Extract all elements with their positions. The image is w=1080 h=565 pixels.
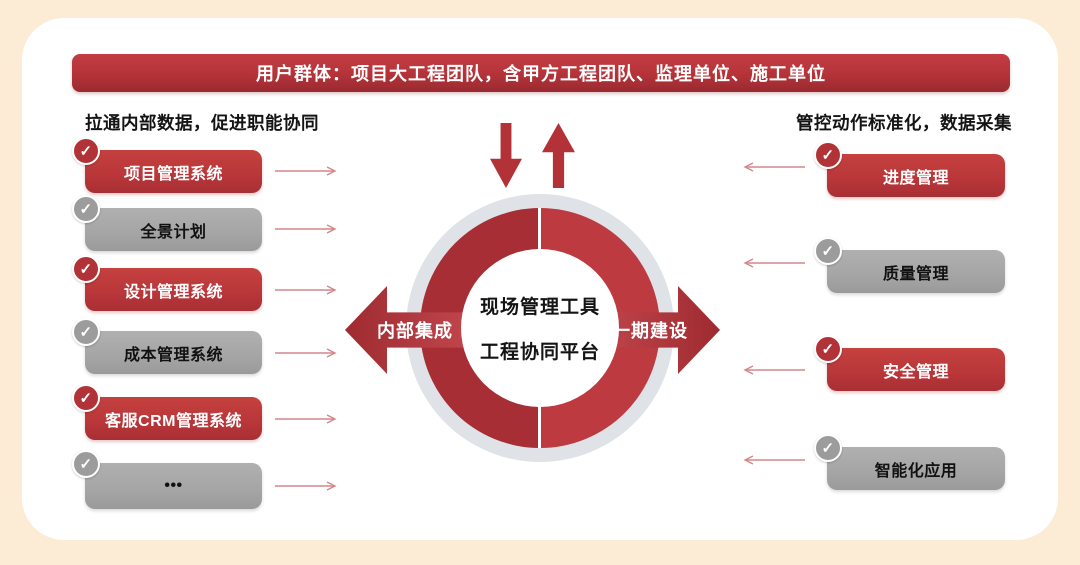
right-arrow-icon bbox=[274, 480, 342, 492]
check-icon: ✓ bbox=[821, 146, 835, 164]
check-badge: ✓ bbox=[814, 335, 842, 363]
right-section-header: 管控动作标准化，数据采集 bbox=[796, 113, 1012, 133]
check-badge: ✓ bbox=[72, 255, 100, 283]
user-group-banner-text: 用户群体：项目大工程团队，含甲方工程团队、监理单位、施工单位 bbox=[256, 64, 826, 84]
right-module-item: ✓ 质量管理 bbox=[814, 237, 1005, 293]
check-icon: ✓ bbox=[79, 142, 93, 160]
left-system-item: ✓ 设计管理系统 bbox=[72, 255, 262, 311]
left-system-item: ✓ ••• bbox=[72, 450, 262, 509]
right-arrow-icon bbox=[274, 284, 342, 296]
check-badge: ✓ bbox=[72, 384, 100, 412]
right-module-label: 智能化应用 bbox=[874, 462, 958, 480]
left-section-header: 拉通内部数据，促进职能协同 bbox=[85, 113, 319, 133]
user-group-banner: 用户群体：项目大工程团队，含甲方工程团队、监理单位、施工单位 bbox=[72, 54, 1010, 92]
left-system-item: ✓ 项目管理系统 bbox=[72, 137, 262, 193]
check-icon: ✓ bbox=[79, 323, 93, 341]
check-icon: ✓ bbox=[79, 455, 93, 473]
check-icon: ✓ bbox=[79, 260, 93, 278]
right-arrow-icon bbox=[274, 223, 342, 235]
left-system-label: 设计管理系统 bbox=[123, 283, 223, 301]
left-arrow-icon bbox=[738, 257, 806, 269]
check-icon: ✓ bbox=[821, 340, 835, 358]
left-system-label: 项目管理系统 bbox=[123, 165, 223, 183]
left-system-label: 成本管理系统 bbox=[123, 346, 223, 364]
check-badge: ✓ bbox=[72, 195, 100, 223]
internal-integration-label: 内部集成 bbox=[377, 321, 453, 341]
right-module-label: 安全管理 bbox=[882, 363, 949, 381]
left-system-item: ✓ 成本管理系统 bbox=[72, 318, 262, 374]
right-arrow-icon bbox=[274, 413, 342, 425]
left-system-item: ✓ 客服CRM管理系统 bbox=[72, 384, 262, 440]
left-arrow-icon bbox=[738, 454, 806, 466]
platform-title-line1: 现场管理工具 bbox=[479, 297, 600, 318]
left-arrow-icon bbox=[738, 364, 806, 376]
left-system-item: ✓ 全景计划 bbox=[72, 195, 262, 251]
check-badge: ✓ bbox=[72, 450, 100, 478]
phase-one-label: 一期建设 bbox=[612, 321, 688, 341]
check-badge: ✓ bbox=[814, 434, 842, 462]
check-icon: ✓ bbox=[821, 242, 835, 260]
check-badge: ✓ bbox=[72, 137, 100, 165]
right-arrow-icon bbox=[274, 165, 342, 177]
left-system-label: ••• bbox=[164, 477, 183, 494]
right-module-label: 进度管理 bbox=[882, 169, 949, 187]
check-badge: ✓ bbox=[72, 318, 100, 346]
right-module-label: 质量管理 bbox=[882, 265, 949, 283]
right-arrow-icon bbox=[274, 347, 342, 359]
check-badge: ✓ bbox=[814, 237, 842, 265]
check-icon: ✓ bbox=[79, 389, 93, 407]
platform-core-circle: 现场管理工具 工程协同平台 bbox=[461, 249, 619, 407]
left-system-label: 客服CRM管理系统 bbox=[105, 412, 242, 430]
left-arrow-icon bbox=[738, 161, 806, 173]
check-icon: ✓ bbox=[79, 200, 93, 218]
right-module-item: ✓ 安全管理 bbox=[814, 335, 1005, 391]
platform-title-line2: 工程协同平台 bbox=[479, 342, 600, 363]
check-badge: ✓ bbox=[814, 141, 842, 169]
check-icon: ✓ bbox=[821, 439, 835, 457]
right-module-item: ✓ 进度管理 bbox=[814, 141, 1005, 197]
right-module-item: ✓ 智能化应用 bbox=[814, 434, 1005, 490]
left-system-label: 全景计划 bbox=[140, 223, 207, 241]
